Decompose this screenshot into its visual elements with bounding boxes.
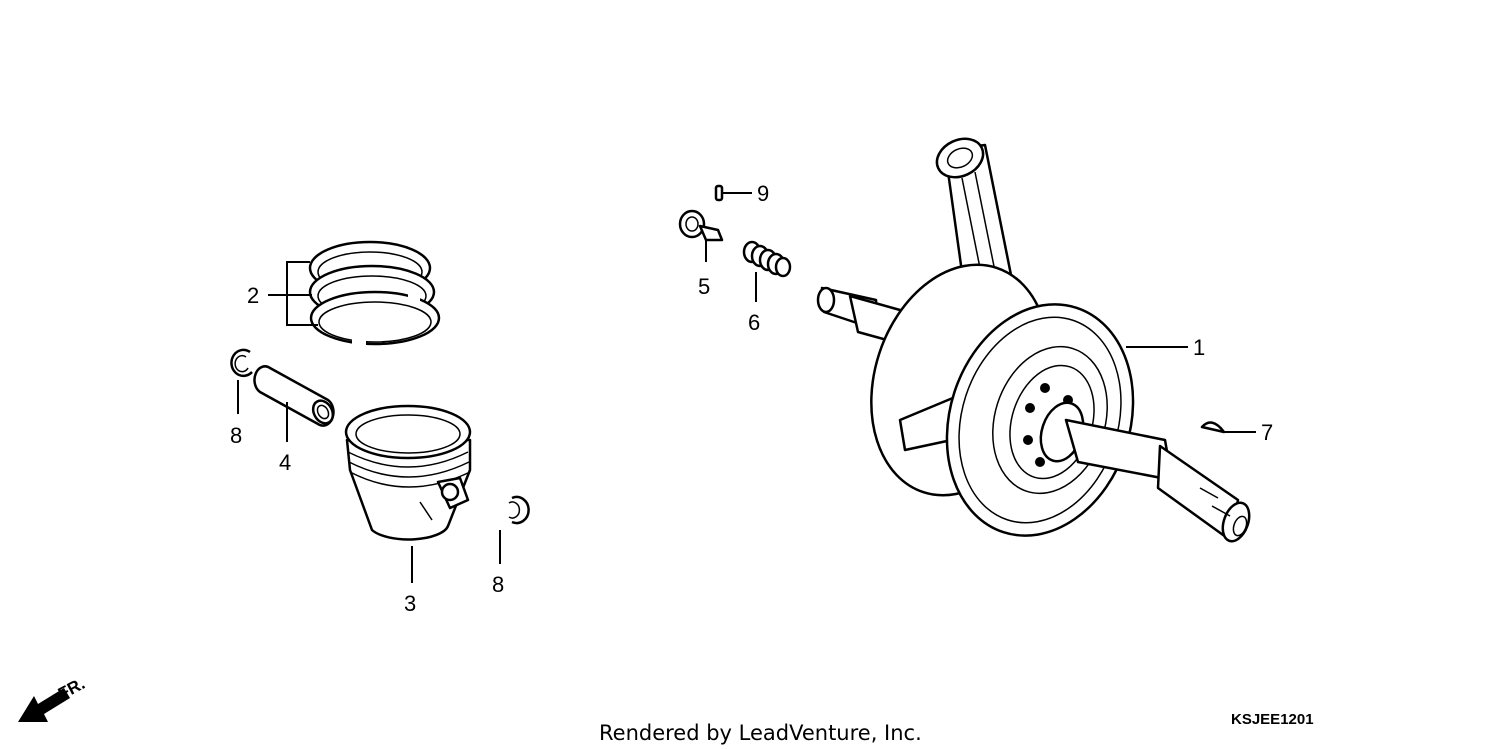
front-direction-arrow-icon xyxy=(18,688,70,722)
piston-pin[interactable] xyxy=(253,365,337,427)
piston[interactable] xyxy=(344,404,472,541)
dowel-pin[interactable] xyxy=(714,184,724,202)
piston-pin-clip-right[interactable] xyxy=(508,495,530,525)
piston-rings[interactable] xyxy=(308,240,441,348)
callout-8-left: 8 xyxy=(230,423,242,448)
callout-2: 2 xyxy=(247,283,259,308)
callout-7: 7 xyxy=(1261,420,1273,445)
callout-6: 6 xyxy=(748,310,760,335)
callout-3: 3 xyxy=(404,591,416,616)
render-credit: Rendered by LeadVenture, Inc. xyxy=(599,721,922,745)
tensioner-bolt[interactable] xyxy=(678,209,724,242)
tensioner-spring[interactable] xyxy=(742,240,792,278)
callout-5: 5 xyxy=(698,274,710,299)
diagram-code: KSJEE1201 xyxy=(1231,711,1314,728)
piston-pin-clip-left[interactable] xyxy=(230,348,253,378)
callout-9: 9 xyxy=(757,181,769,206)
crankshaft[interactable] xyxy=(816,132,1254,560)
callout-2-leader xyxy=(268,261,318,326)
callout-4: 4 xyxy=(279,450,291,475)
callout-1: 1 xyxy=(1193,335,1205,360)
woodruff-key[interactable] xyxy=(1200,421,1226,434)
callout-8-right: 8 xyxy=(492,572,504,597)
